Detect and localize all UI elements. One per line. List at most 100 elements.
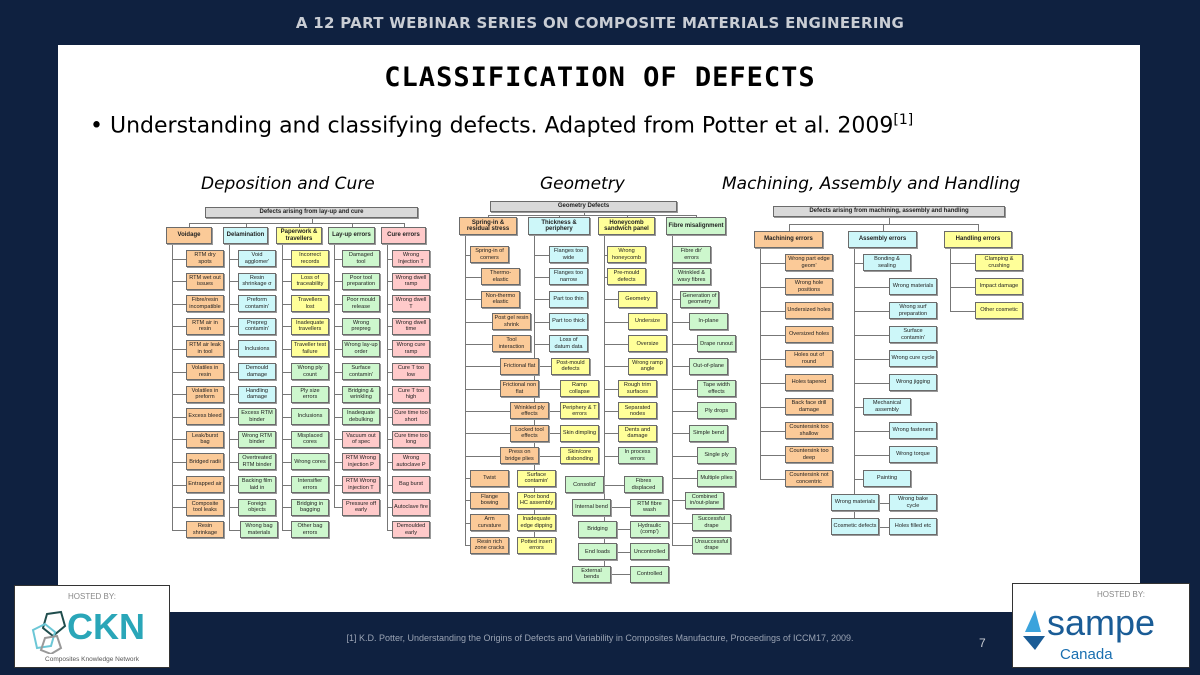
connector-line	[189, 222, 404, 224]
defect-box: Twist	[470, 469, 509, 487]
defect-box: Composite tool leaks	[186, 498, 224, 516]
connector-line	[583, 212, 585, 215]
defect-box: Flanges too wide	[549, 246, 588, 263]
defect-box: Combined in/out-plane	[685, 491, 724, 509]
connector-line	[282, 326, 291, 328]
connector-line	[229, 281, 238, 283]
defect-box: Wrong prepreg	[342, 317, 380, 335]
defect-box: Incorrect records	[291, 250, 329, 267]
defect-box: Wrong cores	[291, 453, 329, 471]
connector-line	[534, 455, 560, 457]
connector-line	[559, 214, 560, 217]
connector-line	[229, 303, 238, 305]
defect-box: Wrong RTM binder	[238, 430, 276, 448]
connector-line	[854, 430, 889, 432]
defect-box: Wrong bag materials	[240, 521, 278, 539]
connector-line	[282, 439, 291, 441]
defect-box: Part too thin	[549, 290, 588, 308]
defect-box: Simple bend	[689, 424, 728, 442]
defect-box: Bridging in bagging	[291, 498, 329, 516]
connector-line	[488, 214, 696, 216]
defect-box: Tape width effects	[697, 380, 736, 398]
category-box: Cure errors	[381, 227, 426, 244]
connector-line	[387, 394, 392, 396]
connector-line	[672, 366, 689, 368]
connector-line	[334, 416, 342, 418]
defect-box: Wrong hole positions	[785, 278, 833, 295]
defect-box: Cosmetic defects	[831, 518, 879, 535]
connector-line	[387, 348, 392, 350]
connector-line	[604, 254, 607, 256]
defect-box: Inclusions	[238, 340, 276, 358]
defect-box: Thermo-elastic	[481, 268, 520, 286]
defect-box: Foreign objects	[238, 498, 276, 516]
connector-line	[387, 529, 392, 531]
connector-line	[760, 406, 785, 408]
defect-box: Resin shrinkage	[186, 521, 224, 539]
connector-line	[950, 286, 975, 288]
connector-line	[950, 248, 951, 311]
defect-box: Skin/core disbonding	[560, 447, 599, 465]
connector-line	[172, 461, 186, 463]
connector-line	[229, 371, 238, 373]
connector-line	[760, 248, 761, 479]
diagram-subtitle-deposition: Deposition and Cure	[201, 174, 375, 194]
connector-line	[465, 455, 500, 457]
connector-line	[387, 303, 392, 305]
connector-line	[854, 310, 889, 312]
defect-box: RTM Wrong injection T	[342, 476, 380, 493]
connector-line	[696, 214, 697, 217]
defect-box: Handling damage	[238, 385, 276, 403]
defect-box: Wrong ramp angle	[628, 357, 667, 375]
diagram-root-box: Defects arising from lay-up and cure	[205, 207, 418, 218]
defect-box: Wrong jigging	[889, 374, 937, 391]
defect-box: RTM fibre wash	[630, 498, 669, 516]
defect-box: Wrong cure ramp	[392, 340, 430, 358]
connector-line	[172, 416, 186, 418]
connector-line	[534, 321, 549, 323]
defect-box: Holes filled etc	[889, 518, 937, 535]
defect-box: Wrong bake cycle	[889, 494, 937, 511]
connector-line	[672, 478, 697, 479]
connector-line	[760, 430, 785, 432]
connector-line	[282, 281, 291, 283]
connector-line	[604, 276, 607, 278]
defect-box: Poor tool preparation	[342, 272, 380, 290]
connector-line	[604, 484, 624, 486]
defect-box: Intensifier errors	[291, 476, 329, 493]
sampe-wordmark: sampe	[1047, 602, 1156, 643]
connector-line	[465, 254, 470, 256]
defect-box: Countersink too shallow	[785, 422, 833, 439]
connector-line	[282, 394, 291, 396]
defect-box: Surface contamin'	[342, 363, 380, 380]
defect-box: Wrong ply count	[291, 363, 329, 380]
connector-line	[760, 310, 785, 312]
defect-box: Fibre dir' errors	[672, 246, 711, 263]
defect-box: Separated nodes	[618, 402, 657, 420]
defect-box: Unsuccessful drape	[692, 536, 731, 554]
connector-line	[672, 545, 692, 547]
defect-box: Holes tapered	[785, 374, 833, 391]
connector-line	[889, 217, 890, 224]
connector-line	[672, 455, 697, 457]
connector-line	[854, 358, 889, 360]
bullet-text: Understanding and classifying defects. A…	[109, 113, 894, 139]
defect-box: Wrinkled & wavy fibres	[672, 268, 711, 286]
connector-line	[229, 348, 238, 350]
connector-line	[229, 439, 238, 441]
connector-line	[854, 478, 863, 480]
defect-box: Countersink too deep	[785, 446, 833, 463]
connector-line	[604, 366, 628, 368]
connector-line	[282, 416, 291, 418]
defect-box: Autoclave fire	[392, 498, 430, 516]
defect-box: Frictional flat	[500, 357, 539, 375]
defect-box: Wrinkled ply effects	[510, 402, 549, 420]
defect-box: RTM wet out issues	[186, 272, 224, 290]
connector-line	[604, 529, 630, 531]
connector-line	[229, 394, 238, 396]
defect-box: Volatiles in resin	[186, 363, 224, 380]
connector-line	[465, 410, 510, 412]
defect-box: Pre-mould defects	[607, 268, 646, 286]
defect-box: Uncontrolled	[630, 543, 669, 561]
connector-line	[172, 394, 186, 396]
